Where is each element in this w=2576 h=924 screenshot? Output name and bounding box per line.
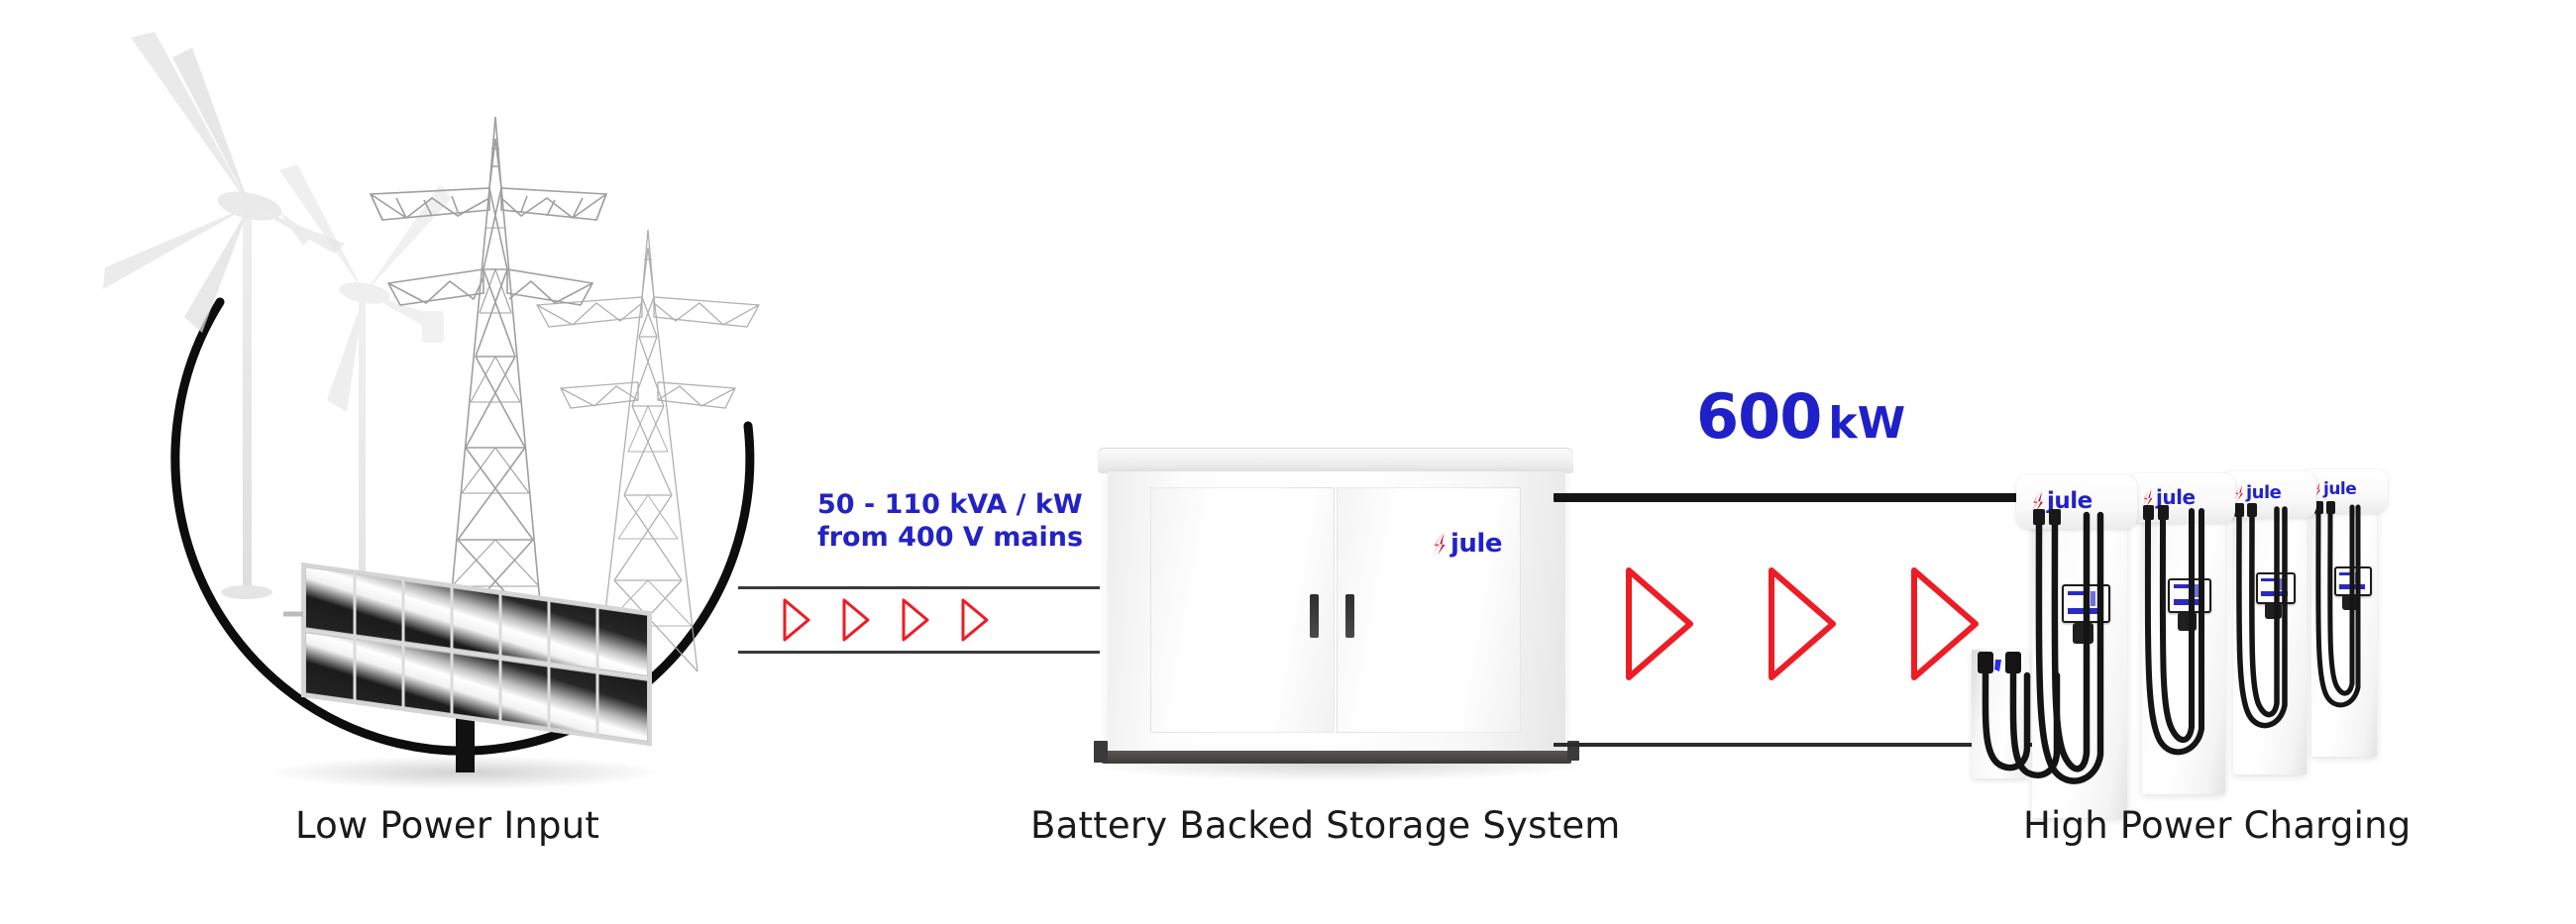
flow-arrow-icon bbox=[842, 598, 870, 642]
input-line-top bbox=[738, 586, 1100, 589]
output-flow-arrows bbox=[1626, 567, 1979, 680]
source-arc bbox=[170, 297, 755, 756]
jule-bolt-icon bbox=[1432, 532, 1446, 556]
caption-high-power-charging: High Power Charging bbox=[2023, 804, 2412, 847]
cabinet-body: jule bbox=[1108, 471, 1565, 751]
cabinet-jule-logo: jule bbox=[1430, 529, 1502, 559]
flow-arrow-icon bbox=[1911, 567, 1979, 680]
flow-arrow-icon bbox=[961, 598, 989, 642]
low-power-input-group bbox=[103, 32, 761, 789]
pylon-1 bbox=[369, 116, 608, 635]
charger-4-plug bbox=[2326, 501, 2335, 514]
jule-bolt-icon bbox=[2030, 490, 2044, 512]
input-power-line2: from 400 V mains bbox=[817, 522, 1084, 553]
charger-1-plug bbox=[2049, 509, 2061, 525]
flow-arrow-icon bbox=[1769, 567, 1836, 680]
jule-bolt-icon bbox=[2311, 481, 2321, 497]
output-line-top bbox=[1554, 493, 2039, 502]
charger-3-jule-logo: jule bbox=[2232, 482, 2282, 503]
charger-4-body bbox=[2311, 487, 2377, 757]
caption-low-power-input: Low Power Input bbox=[295, 804, 600, 847]
pedestal-plug bbox=[2005, 652, 2021, 673]
flow-arrow-icon bbox=[783, 598, 810, 642]
charger-2-cables bbox=[2143, 505, 2204, 756]
charger-4-jule-logo: jule bbox=[2310, 479, 2357, 499]
input-line-bottom bbox=[738, 651, 1100, 654]
pedestal-indicator-icon bbox=[1994, 660, 2001, 671]
flow-arrow-icon bbox=[1626, 567, 1693, 680]
charger-1-plug bbox=[2033, 509, 2045, 525]
charger-1-cables bbox=[2033, 509, 2104, 784]
charger-2-body bbox=[2142, 495, 2225, 794]
charger-4-cables bbox=[2314, 501, 2361, 708]
cabinet-handle-left[interactable] bbox=[1310, 594, 1319, 638]
cabinet-door-right[interactable] bbox=[1337, 487, 1521, 733]
cabinet-plinth bbox=[1102, 751, 1571, 764]
charger-1-jule-logo: jule bbox=[2029, 488, 2093, 514]
caption-battery-storage: Battery Backed Storage System bbox=[1030, 804, 1621, 847]
charging-pedestal-cables bbox=[1978, 652, 2061, 778]
input-power-annotation: 50 - 110 kVA / kW from 400 V mains bbox=[817, 488, 1083, 554]
cabinet-handle-right[interactable] bbox=[1345, 594, 1354, 638]
input-flow-arrows bbox=[783, 598, 989, 642]
pedestal-plug bbox=[1978, 652, 1993, 673]
cabinet-foot-left bbox=[1094, 741, 1108, 763]
charger-4-plug bbox=[2314, 501, 2323, 514]
solar-panel bbox=[268, 562, 664, 789]
charger-2-plug bbox=[2158, 505, 2169, 520]
output-line-bottom bbox=[1554, 743, 2034, 747]
jule-wordmark: jule bbox=[2323, 479, 2357, 499]
input-power-line1: 50 - 110 kVA / kW bbox=[817, 489, 1083, 520]
output-power-unit: kW bbox=[1828, 398, 1906, 449]
charger-3-plug bbox=[2247, 503, 2257, 517]
wind-turbine-1 bbox=[103, 32, 345, 599]
cabinet-top-cap bbox=[1098, 448, 1573, 473]
cabinet-door-left[interactable] bbox=[1150, 487, 1335, 733]
charger-3-cables bbox=[2234, 503, 2288, 729]
jule-bolt-icon bbox=[2233, 484, 2243, 501]
charger-3-plug bbox=[2234, 503, 2244, 517]
charger-2-plug bbox=[2143, 505, 2154, 520]
jule-bolt-icon bbox=[2141, 487, 2153, 507]
jule-wordmark: jule bbox=[1450, 529, 1502, 559]
jule-wordmark: jule bbox=[2246, 482, 2282, 503]
output-power-value: 600 bbox=[1696, 380, 1822, 453]
flow-arrow-icon bbox=[902, 598, 929, 642]
